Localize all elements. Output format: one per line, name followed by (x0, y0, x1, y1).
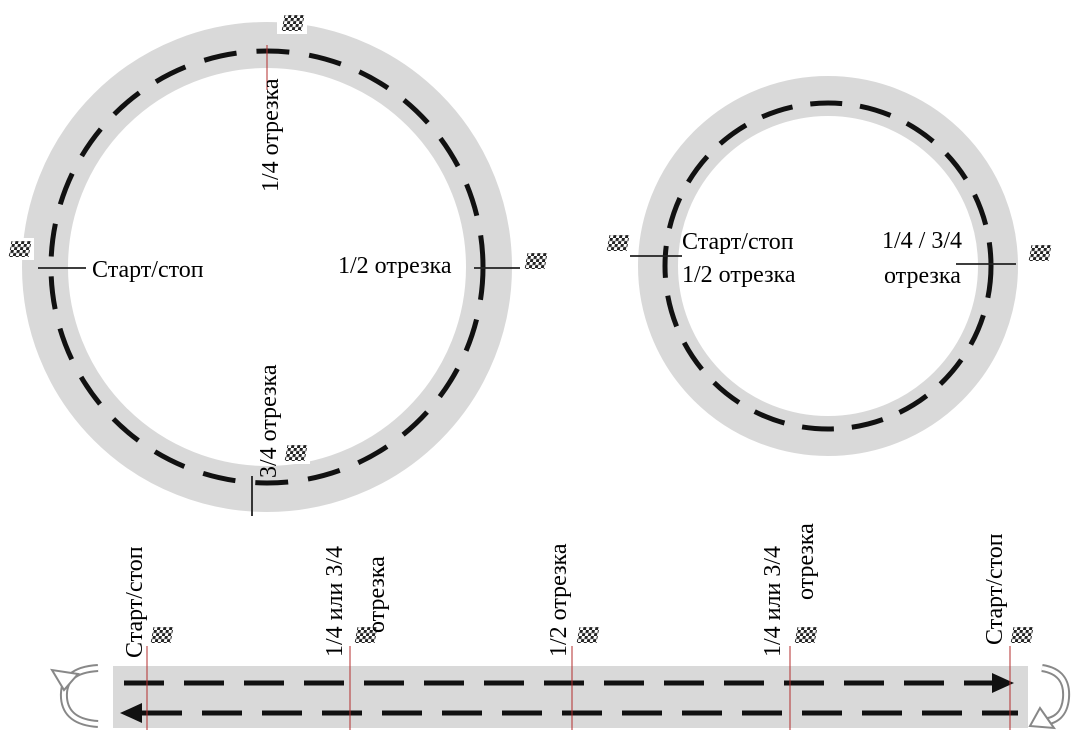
straight-half-label: 1/2 отрезка (546, 543, 572, 657)
checkered-flag-icon (1006, 624, 1036, 646)
checkered-flag-icon (520, 250, 550, 272)
checkered-flag-icon (280, 442, 310, 464)
checkered-flag-icon (790, 624, 820, 646)
straight-track (113, 666, 1028, 728)
straight-road (113, 666, 1028, 728)
big-three-quarter-label: 3/4 отрезка (256, 364, 282, 478)
checkered-flag-icon (146, 624, 176, 646)
straight-quarter-right-label-line1: 1/4 или 3/4 (760, 546, 786, 657)
small-quarter-label-line2: отрезка (884, 263, 961, 289)
checkered-flag-icon (572, 624, 602, 646)
arrow-left-icon (120, 703, 142, 723)
checkered-flag-icon (602, 232, 632, 254)
checkered-flag-icon (277, 12, 307, 34)
straight-quarter-left-label-line1: 1/4 или 3/4 (322, 546, 348, 657)
small-circle-track (638, 76, 1018, 456)
small-start-stop-label: Старт/стоп (682, 229, 794, 255)
u-turn-arrowhead-icon (50, 668, 80, 692)
small-half-label: 1/2 отрезка (682, 262, 796, 288)
straight-start-stop-left-label: Старт/стоп (122, 546, 148, 658)
u-turn-arrowhead-icon (1028, 706, 1057, 730)
straight-quarter-left-label-line2: отрезка (364, 556, 390, 633)
checkered-flag-icon (4, 238, 34, 260)
straight-quarter-right-label-line2: отрезка (793, 523, 819, 600)
straight-start-stop-right-label: Старт/стоп (982, 533, 1008, 645)
small-circle-lane-line (662, 100, 994, 432)
big-quarter-label: 1/4 отрезка (258, 78, 284, 192)
small-circle-road (638, 76, 1018, 456)
checkered-flag-icon (1024, 242, 1054, 264)
big-half-label: 1/2 отрезка (338, 253, 452, 279)
big-start-stop-label: Старт/стоп (92, 257, 204, 283)
small-quarter-label-line1: 1/4 / 3/4 (882, 228, 962, 254)
arrow-right-icon (992, 673, 1014, 693)
